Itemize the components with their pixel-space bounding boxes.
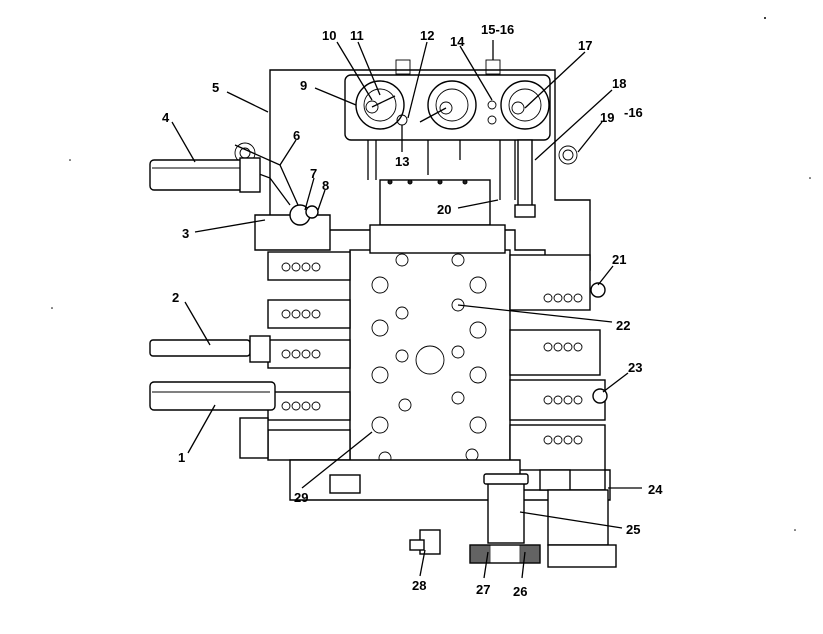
valve-body-bolts — [371, 253, 487, 465]
callout-5: 5 — [212, 80, 219, 95]
plug-28 — [409, 529, 441, 555]
spool-coil-rows-left — [281, 262, 321, 411]
callout-9: 9 — [300, 78, 307, 93]
callout-26: 26 — [513, 584, 527, 599]
leader-lines — [171, 40, 642, 579]
callout-20: 20 — [437, 202, 451, 217]
callout-6: 6 — [293, 128, 300, 143]
callout-29: 29 — [294, 490, 308, 505]
callout-3: 3 — [182, 226, 189, 241]
main-valve-body — [349, 224, 511, 466]
callout-19: 19 — [600, 110, 614, 125]
callout-17: 17 — [578, 38, 592, 53]
callout-8: 8 — [322, 178, 329, 193]
callout-28: 28 — [412, 578, 426, 593]
left-spool-ports — [267, 251, 351, 461]
callout-25: 25 — [626, 522, 640, 537]
callout-24: 24 — [648, 482, 663, 497]
callout-13: 13 — [395, 154, 409, 169]
callout-22: 22 — [616, 318, 630, 333]
callout-4: 4 — [162, 110, 170, 125]
callout-15-16: 15-16 — [481, 22, 514, 37]
solenoid-center — [419, 80, 477, 130]
solenoid-right — [500, 80, 550, 130]
solenoid-left — [355, 80, 405, 130]
lower-base — [289, 459, 611, 501]
callout-10: 10 — [322, 28, 336, 43]
right-spool-ports — [509, 254, 608, 471]
hose-fitting-2 — [149, 335, 271, 363]
callout-27: 27 — [476, 582, 490, 597]
callout-11: 11 — [350, 28, 364, 43]
hose-fitting-4 — [149, 157, 261, 193]
callout-18: 18 — [612, 76, 626, 91]
callout-7: 7 — [310, 166, 317, 181]
spool-coil-rows-right — [543, 293, 583, 445]
callout-1: 1 — [178, 450, 185, 465]
scan-specks — [51, 17, 811, 531]
callout-14: 14 — [450, 34, 465, 49]
middle-plate — [379, 179, 536, 226]
callout-21: 21 — [612, 252, 626, 267]
callout-12: 12 — [420, 28, 434, 43]
callout-2: 2 — [172, 290, 179, 305]
callout-minus-16: -16 — [624, 105, 643, 120]
callout-23: 23 — [628, 360, 642, 375]
callout-labels: 1 2 3 4 5 6 7 8 9 10 11 12 13 14 15-16 1… — [162, 22, 663, 599]
hose-fitting-1 — [149, 381, 276, 459]
